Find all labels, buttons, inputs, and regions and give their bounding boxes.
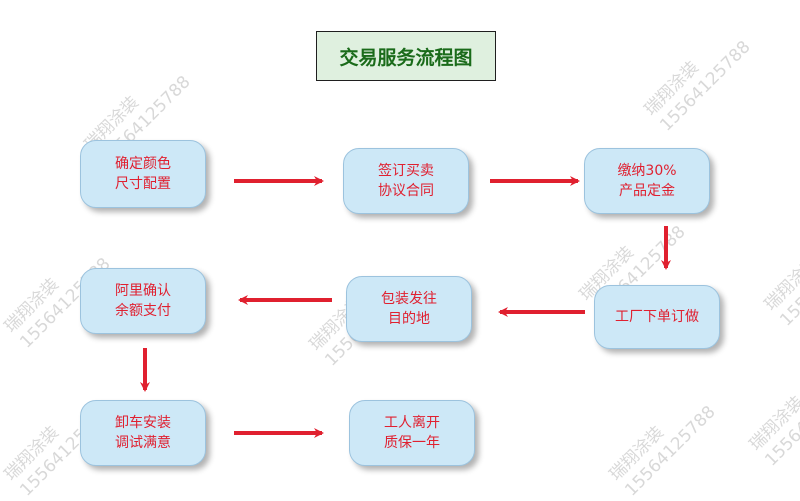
step-line-1: 缴纳30% [617,163,677,179]
step-line-2: 产品定金 [619,183,675,199]
step-warranty: 工人离开 质保一年 [349,400,475,466]
step-line-1: 确定颜色 [115,156,171,172]
step-pay-deposit: 缴纳30% 产品定金 [584,148,710,214]
step-line-2: 质保一年 [384,435,440,451]
step-unload-install: 卸车安装 调试满意 [80,400,206,466]
step-line-2: 尺寸配置 [115,176,171,192]
step-line-1: 工厂下单订做 [615,309,699,325]
flow-arrows [140,176,671,438]
step-line-2: 目的地 [388,311,430,327]
step-line-1: 工人离开 [384,415,440,431]
step-line-2: 协议合同 [378,183,434,199]
step-pack-ship: 包装发往 目的地 [346,276,472,342]
step-line-1: 签订买卖 [378,163,434,179]
step-line-2: 调试满意 [115,435,171,451]
diagram-title: 交易服务流程图 [316,31,496,81]
step-line-2: 余额支付 [115,303,171,319]
step-confirm-color-size: 确定颜色 尺寸配置 [80,140,206,208]
step-factory-order: 工厂下单订做 [594,285,720,349]
step-sign-contract: 签订买卖 协议合同 [343,148,469,214]
step-alibaba-confirm: 阿里确认 余额支付 [80,268,206,334]
step-line-1: 包装发往 [381,291,437,307]
step-line-1: 卸车安装 [115,415,171,431]
step-line-1: 阿里确认 [115,283,171,299]
